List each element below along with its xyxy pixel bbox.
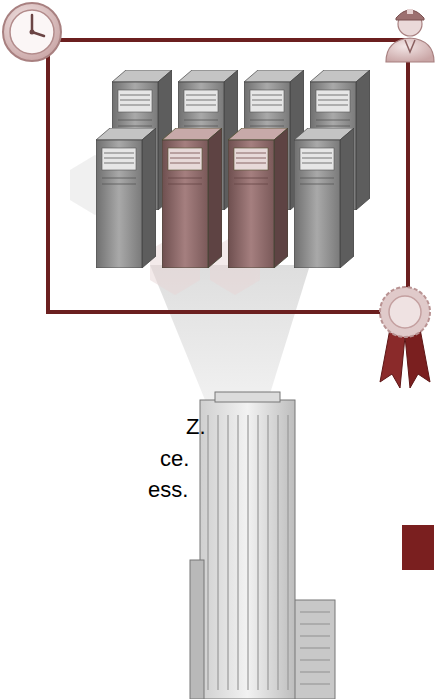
slide-text: ce. xyxy=(160,446,189,472)
guard-icon xyxy=(407,9,413,14)
office-building xyxy=(290,600,335,699)
office-building xyxy=(300,612,330,684)
guard-icon xyxy=(405,40,415,52)
server-rack xyxy=(294,128,354,268)
office-building xyxy=(208,415,288,690)
clock-icon xyxy=(3,3,61,61)
server-rack xyxy=(96,70,370,268)
bullet-square xyxy=(402,525,434,570)
clock-icon xyxy=(31,15,34,32)
server-rack xyxy=(228,128,288,268)
guard-icon xyxy=(386,9,434,62)
office-building xyxy=(215,392,280,402)
guard-icon xyxy=(386,38,434,62)
award-ribbon xyxy=(380,287,430,388)
slide-text: ess. xyxy=(148,477,188,503)
clock-icon xyxy=(30,30,35,35)
slide-text: Z. xyxy=(186,414,206,440)
server-rack xyxy=(96,128,156,268)
server-frame xyxy=(48,40,408,312)
office-building xyxy=(190,560,204,699)
award-ribbon xyxy=(389,296,421,328)
bullet-square xyxy=(402,525,434,570)
server-rack xyxy=(162,128,222,268)
clock-icon xyxy=(3,3,61,61)
award-ribbon xyxy=(380,287,430,337)
guard-icon xyxy=(396,10,424,20)
clock-icon xyxy=(10,10,54,54)
server-frame xyxy=(48,40,408,312)
office-building xyxy=(190,392,335,699)
office-building xyxy=(200,400,295,699)
